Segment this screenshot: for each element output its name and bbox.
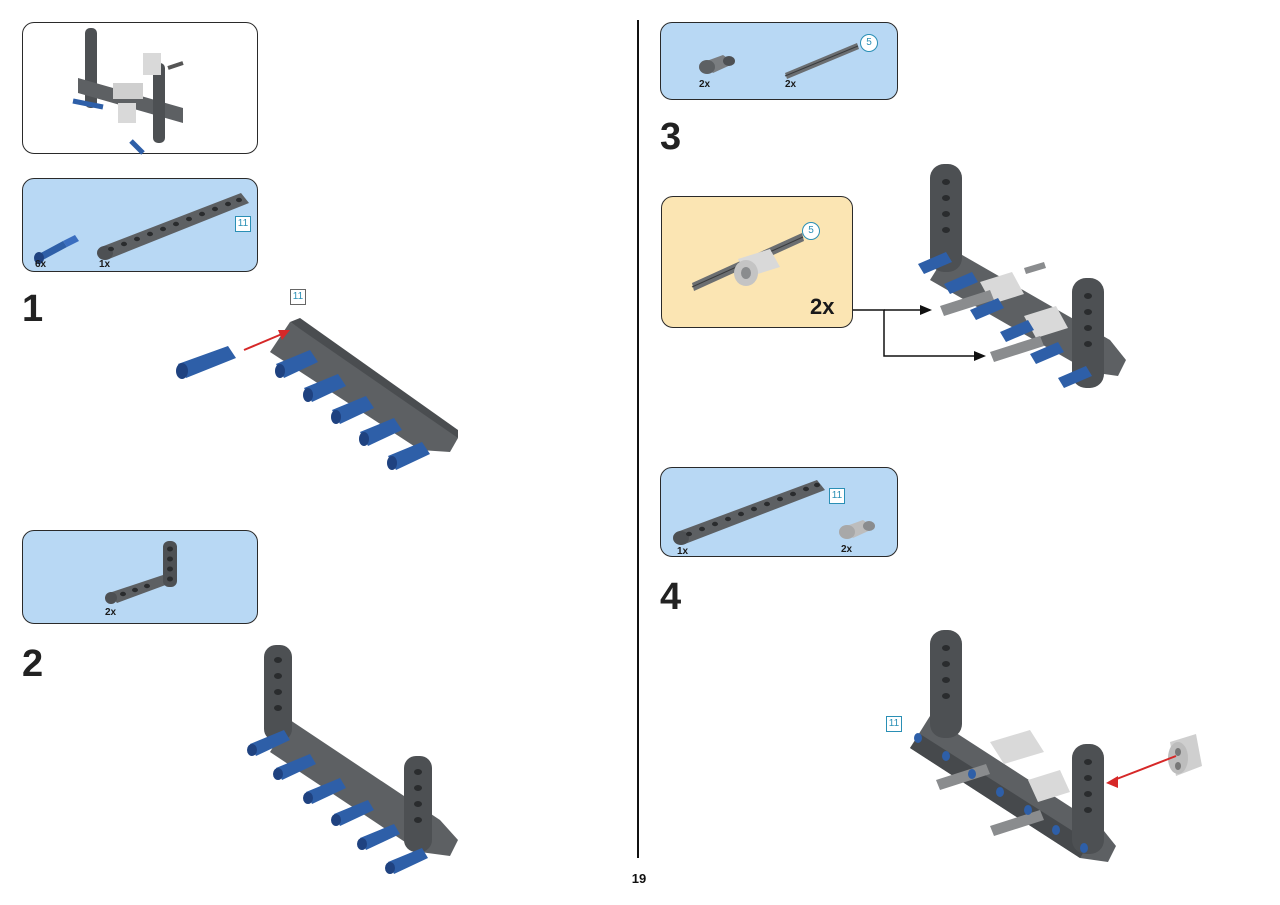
parts-panel-step1: 6x 1x 11 xyxy=(22,178,258,272)
step-number: 3 xyxy=(660,116,682,158)
beam-length-label: 11 xyxy=(829,488,845,504)
parts-step1-illustration xyxy=(34,193,249,264)
axle-icon xyxy=(784,43,859,79)
beam-11-icon xyxy=(97,193,249,260)
l-beam-quantity: 2x xyxy=(105,607,117,618)
connector-icon xyxy=(839,520,875,539)
subassembly-quantity: 2x xyxy=(810,294,835,319)
parts-panel-step3: 2x 2x 5 xyxy=(660,22,898,100)
pin-quantity: 6x xyxy=(35,259,47,270)
parts-step4-illustration xyxy=(673,480,875,545)
axle-quantity: 2x xyxy=(785,79,797,90)
parts-panel-step2: 2x xyxy=(22,530,258,624)
result-preview-panel xyxy=(22,22,258,155)
step-number: 2 xyxy=(22,643,44,685)
page-divider xyxy=(637,20,639,858)
beam-11-icon xyxy=(673,480,825,545)
step3-illustration xyxy=(853,164,1126,388)
step1-illustration xyxy=(176,318,458,470)
axle-length-label: 5 xyxy=(802,222,820,240)
beam-quantity: 1x xyxy=(677,546,689,557)
page-number: 19 xyxy=(631,871,647,886)
subassembly-panel-step3: 5 2x xyxy=(661,196,853,328)
l-beam-icon xyxy=(105,541,177,604)
connector-icon xyxy=(699,55,735,74)
axle-connector-subassembly-icon xyxy=(691,233,804,291)
parts-step3-illustration xyxy=(699,43,859,79)
parts-panel-step4: 1x 11 2x xyxy=(660,467,898,557)
beam-length-label: 11 xyxy=(886,716,902,732)
beam-length-label: 11 xyxy=(235,216,251,232)
blue-pin-icon xyxy=(34,235,79,264)
axle-length-label: 5 xyxy=(860,34,878,52)
assembly-preview-illustration xyxy=(72,28,184,155)
beam-quantity: 1x xyxy=(99,259,111,270)
step-number: 1 xyxy=(22,288,44,330)
step2-illustration xyxy=(247,645,458,874)
beam-length-label: 11 xyxy=(290,289,306,305)
step-number: 4 xyxy=(660,576,682,618)
connector-quantity: 2x xyxy=(699,79,711,90)
connector-quantity: 2x xyxy=(841,544,853,555)
